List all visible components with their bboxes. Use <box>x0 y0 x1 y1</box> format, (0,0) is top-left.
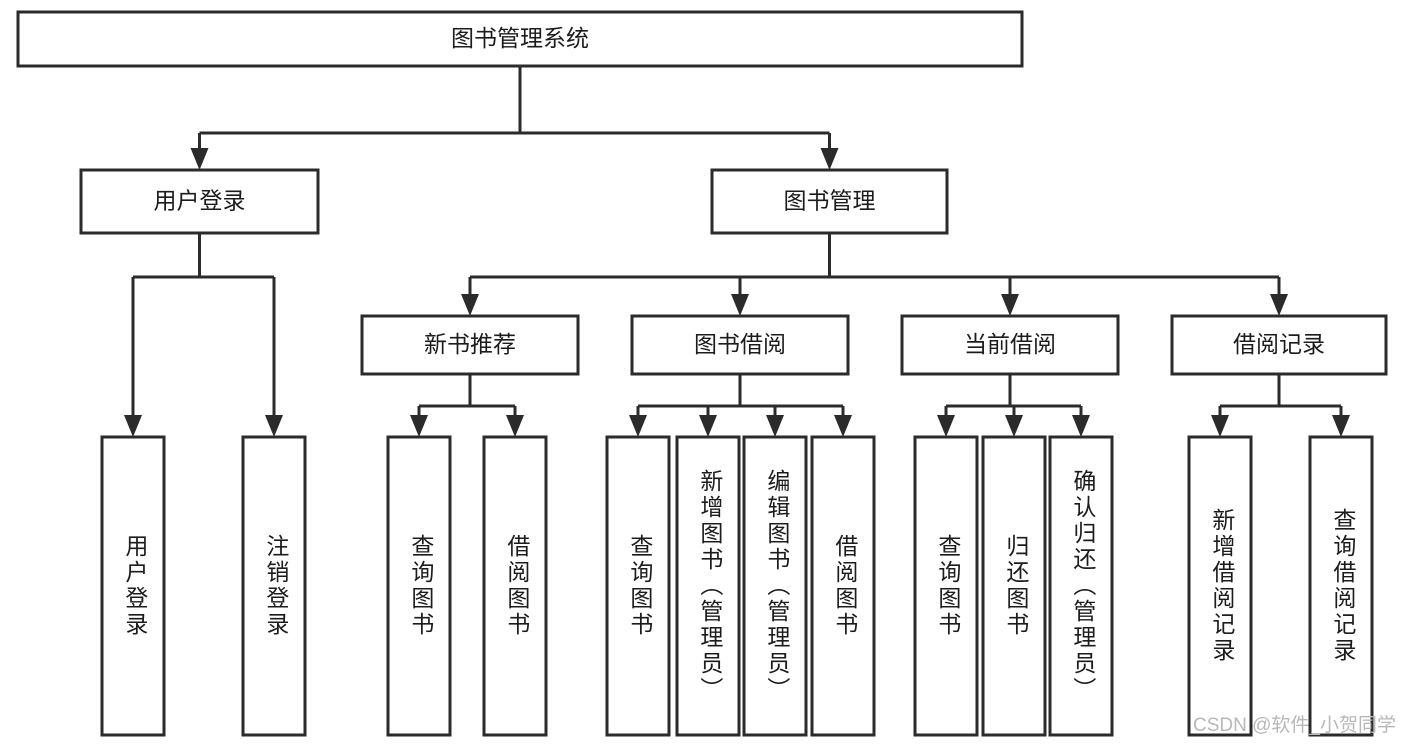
node-new-book-rec[interactable]: 新书推荐 <box>360 314 580 376</box>
node-box[interactable] <box>1187 435 1253 737</box>
node-box[interactable] <box>16 10 1024 68</box>
node-label: 新书推荐 <box>424 331 516 357</box>
node-leaf-logout[interactable]: 注销登录 <box>241 435 307 737</box>
node-box[interactable] <box>605 435 671 737</box>
edges-layer <box>124 66 1350 437</box>
node-root[interactable]: 图书管理系统 <box>16 10 1024 68</box>
edge-arrowhead <box>766 415 784 437</box>
node-label: 查询图书 <box>627 534 654 638</box>
edge-arrowhead <box>1005 415 1023 437</box>
node-leaf-borrow-book-1[interactable]: 借阅图书 <box>482 435 548 737</box>
node-borrow-record[interactable]: 借阅记录 <box>1170 314 1388 376</box>
node-box[interactable] <box>241 435 307 737</box>
edge-arrowhead <box>629 415 647 437</box>
node-box[interactable] <box>1170 314 1388 376</box>
node-label: 新增借阅记录 <box>1209 508 1236 664</box>
node-leaf-query-record[interactable]: 查询借阅记录 <box>1308 435 1374 737</box>
node-leaf-add-record[interactable]: 新增借阅记录 <box>1187 435 1253 737</box>
node-box[interactable] <box>386 435 452 737</box>
csdn-watermark: CSDN @软件_小贺同学 <box>1193 714 1396 736</box>
node-current-borrow[interactable]: 当前借阅 <box>900 314 1120 376</box>
node-box[interactable] <box>360 314 580 376</box>
node-leaf-return-book[interactable]: 归还图书 <box>981 435 1047 737</box>
edge-arrowhead <box>1001 294 1019 316</box>
node-label: 注销登录 <box>263 534 290 638</box>
edge-arrowhead <box>124 415 142 437</box>
node-leaf-edit-book[interactable]: 编辑图书（管理员） <box>742 435 808 737</box>
node-label: 借阅记录 <box>1233 331 1325 357</box>
node-label: 编辑图书（管理员） <box>764 469 791 703</box>
node-label: 查询借阅记录 <box>1330 508 1357 664</box>
node-leaf-query-book-3[interactable]: 查询图书 <box>913 435 979 737</box>
node-box[interactable] <box>675 435 741 737</box>
edge-arrowhead <box>820 148 839 170</box>
edge-arrowhead <box>265 415 283 437</box>
node-leaf-borrow-book-2[interactable]: 借阅图书 <box>810 435 876 737</box>
node-box[interactable] <box>1308 435 1374 737</box>
node-label: 归还图书 <box>1003 534 1030 638</box>
node-label: 图书管理 <box>784 188 876 214</box>
node-label: 查询图书 <box>935 534 962 638</box>
edge-arrowhead <box>834 415 852 437</box>
node-box[interactable] <box>742 435 808 737</box>
node-box[interactable] <box>482 435 548 737</box>
node-box[interactable] <box>913 435 979 737</box>
edge-arrowhead <box>699 415 717 437</box>
node-label: 用户登录 <box>154 188 246 214</box>
node-label: 查询图书 <box>408 534 435 638</box>
node-book-borrow[interactable]: 图书借阅 <box>630 314 850 376</box>
node-label: 图书借阅 <box>694 331 786 357</box>
node-label: 借阅图书 <box>832 534 859 638</box>
edge-arrowhead <box>731 294 749 316</box>
node-box[interactable] <box>1048 435 1114 737</box>
nodes-layer: 图书管理系统用户登录图书管理新书推荐图书借阅当前借阅借阅记录用户登录注销登录查询… <box>16 10 1388 737</box>
node-leaf-confirm-return[interactable]: 确认归还（管理员） <box>1048 435 1114 737</box>
node-label: 确认归还（管理员） <box>1070 469 1097 703</box>
node-book-manage[interactable]: 图书管理 <box>710 168 949 235</box>
node-leaf-query-book-1[interactable]: 查询图书 <box>386 435 452 737</box>
node-leaf-add-book[interactable]: 新增图书（管理员） <box>675 435 741 737</box>
node-label: 用户登录 <box>122 534 149 638</box>
node-box[interactable] <box>900 314 1120 376</box>
edge-arrowhead <box>1072 415 1090 437</box>
edge-arrowhead <box>461 294 479 316</box>
node-leaf-query-book-2[interactable]: 查询图书 <box>605 435 671 737</box>
node-user-login[interactable]: 用户登录 <box>79 168 320 235</box>
edge-arrowhead <box>937 415 955 437</box>
edge-arrowhead <box>1211 415 1229 437</box>
edge-arrowhead <box>1332 415 1350 437</box>
node-label: 当前借阅 <box>964 331 1056 357</box>
node-box[interactable] <box>79 168 320 235</box>
edge-arrowhead <box>190 148 209 170</box>
node-box[interactable] <box>810 435 876 737</box>
node-box[interactable] <box>630 314 850 376</box>
node-label: 图书管理系统 <box>451 25 589 51</box>
edge-arrowhead <box>1270 294 1288 316</box>
node-label: 新增图书（管理员） <box>697 469 724 703</box>
node-leaf-user-login[interactable]: 用户登录 <box>100 435 166 737</box>
edge-arrowhead <box>506 415 524 437</box>
edge-arrowhead <box>410 415 428 437</box>
node-label: 借阅图书 <box>504 534 531 638</box>
node-box[interactable] <box>100 435 166 737</box>
node-box[interactable] <box>981 435 1047 737</box>
node-box[interactable] <box>710 168 949 235</box>
